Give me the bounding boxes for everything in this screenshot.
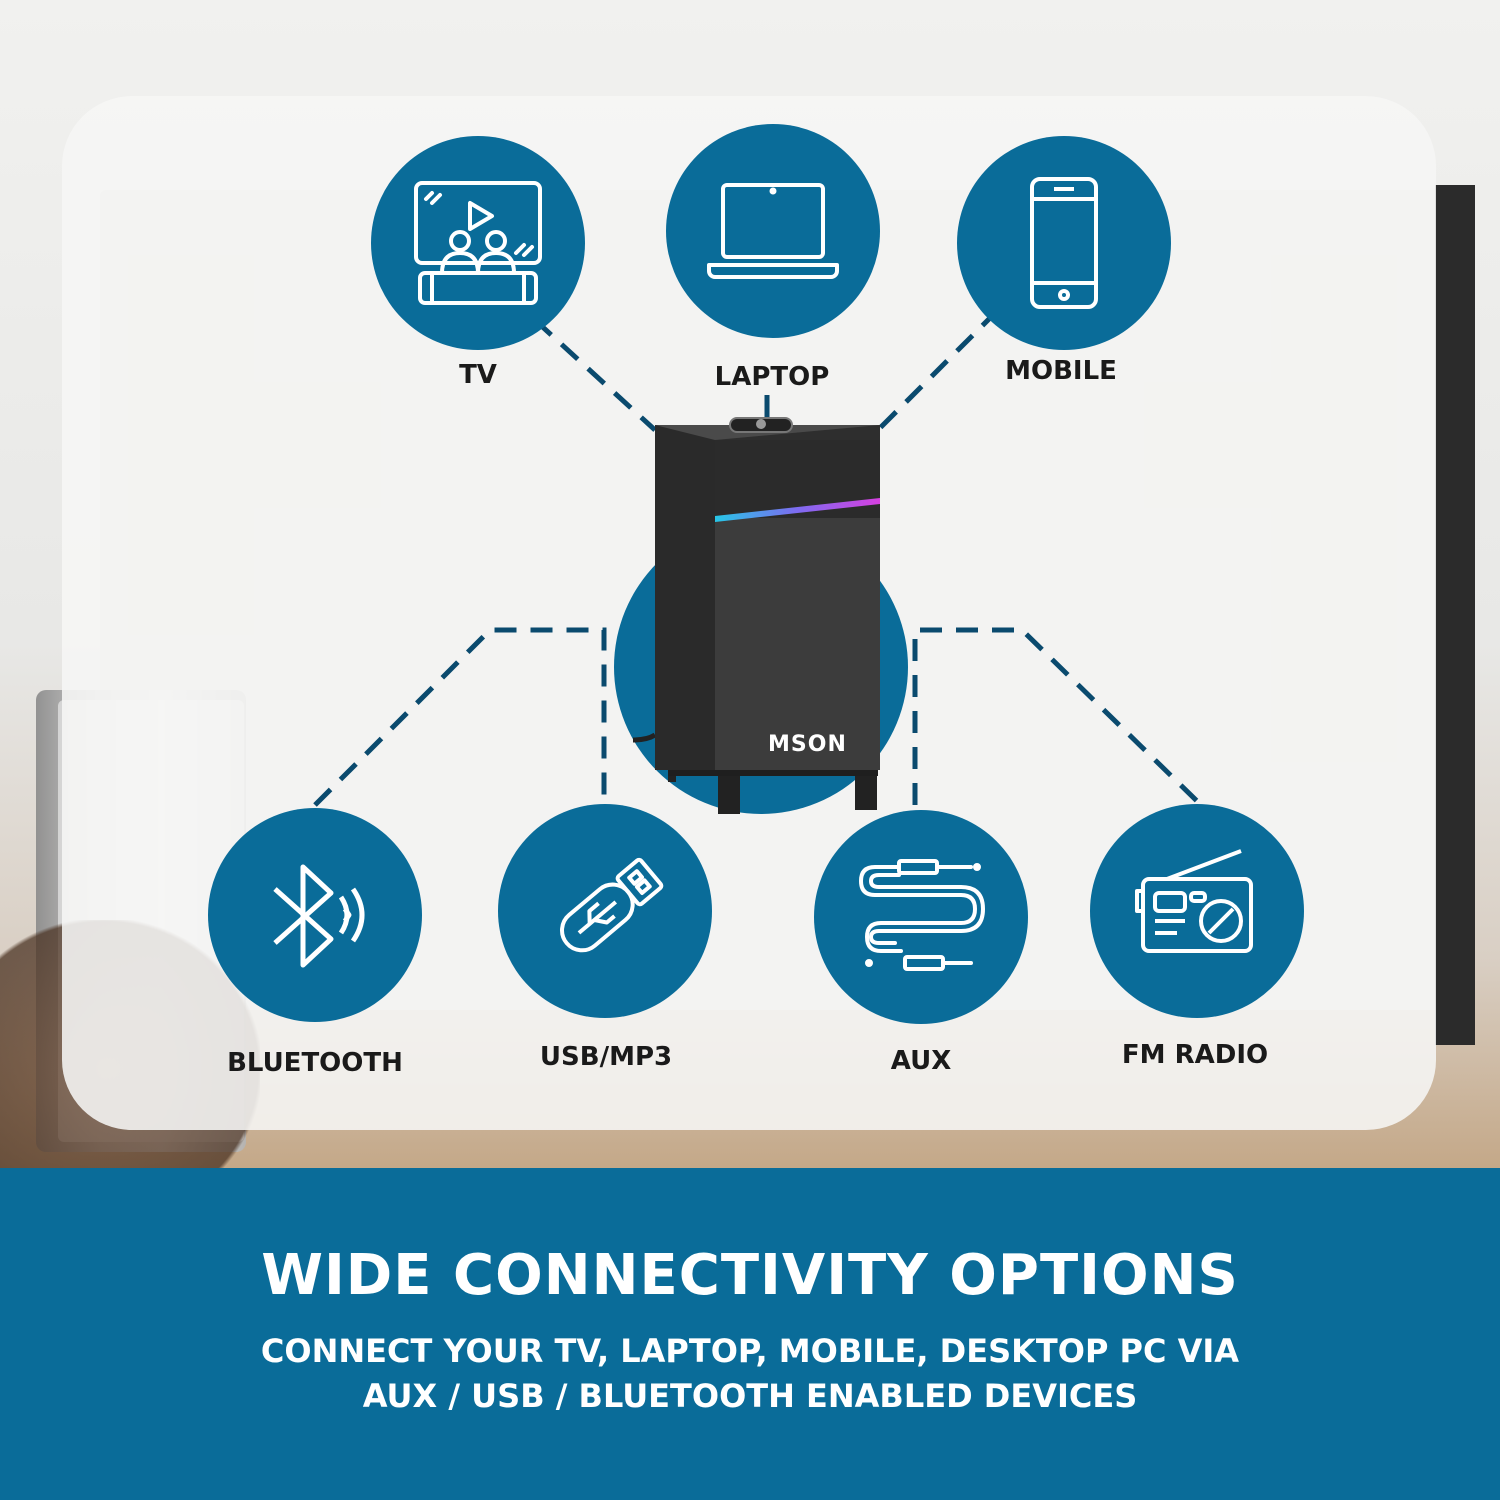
mobile-icon-circle bbox=[957, 136, 1171, 350]
label-fm-radio: FM RADIO bbox=[1121, 1040, 1269, 1070]
bluetooth-icon bbox=[273, 864, 365, 968]
mobile-icon bbox=[1030, 177, 1098, 309]
label-tv: TV bbox=[459, 360, 497, 390]
banner-headline: WIDE CONNECTIVITY OPTIONS bbox=[261, 1243, 1239, 1308]
label-aux: AUX bbox=[890, 1046, 952, 1076]
radio-icon bbox=[1135, 849, 1253, 953]
bluetooth-icon-circle bbox=[208, 808, 422, 1022]
laptop-icon bbox=[707, 183, 839, 279]
banner-subline-2: AUX / USB / BLUETOOTH ENABLED DEVICES bbox=[362, 1377, 1138, 1415]
radio-icon-circle bbox=[1090, 804, 1304, 1018]
label-usb-mp3: USB/MP3 bbox=[539, 1042, 673, 1072]
laptop-icon-circle bbox=[666, 124, 880, 338]
label-bluetooth: BLUETOOTH bbox=[227, 1048, 403, 1078]
usb-icon-circle bbox=[498, 804, 712, 1018]
banner-subline-1: CONNECT YOUR TV, LAPTOP, MOBILE, DESKTOP… bbox=[260, 1332, 1240, 1370]
label-mobile: MOBILE bbox=[1005, 356, 1117, 386]
label-laptop: LAPTOP bbox=[714, 362, 830, 392]
footer-banner bbox=[0, 1168, 1500, 1500]
tv-icon-circle bbox=[371, 136, 585, 350]
aux-icon-circle bbox=[814, 810, 1028, 1024]
speaker-brand-logo: MSON bbox=[768, 732, 847, 757]
aux-cable-icon bbox=[858, 859, 986, 971]
background-tv-edge bbox=[1435, 185, 1475, 1045]
tv-icon bbox=[414, 181, 542, 305]
usb-drive-icon bbox=[560, 857, 664, 953]
